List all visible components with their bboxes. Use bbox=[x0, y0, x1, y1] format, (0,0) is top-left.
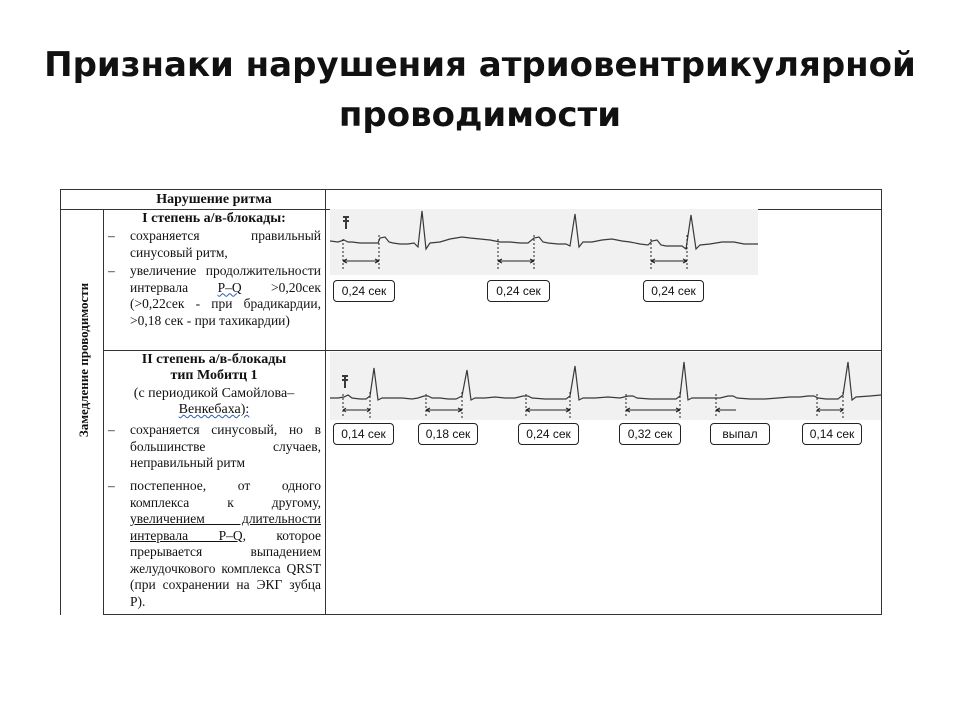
calibration-mark bbox=[343, 216, 349, 229]
section2-bullet2-part2: , которое прерывается выпадением желудоч… bbox=[130, 527, 321, 609]
table-right-border bbox=[881, 189, 882, 615]
ecg-strip-2 bbox=[330, 352, 881, 420]
table-col-divider-1 bbox=[103, 209, 104, 615]
table-left-border bbox=[60, 189, 61, 615]
section2-heading-line1: II степень а/в-блокады bbox=[141, 352, 287, 367]
table-row-divider bbox=[103, 350, 882, 351]
slide-title: Признаки нарушения атриовентрикулярной п… bbox=[0, 40, 960, 140]
slide-title-line1: Признаки нарушения атриовентрикулярной bbox=[44, 45, 916, 85]
table-col-divider-2 bbox=[325, 189, 326, 615]
section2-bullet2-underlined: увеличением длительности интервала P–Q bbox=[130, 511, 321, 543]
interval-label-1-1: 0,24 сек bbox=[333, 280, 395, 302]
section1-bullet2: – увеличение продолжительности интервала… bbox=[108, 263, 321, 329]
section2-bullet2-text: постепенное, от одного комплекса к друго… bbox=[130, 478, 321, 610]
section1-bullet2-part1: увеличение продолжительности интервала bbox=[130, 263, 321, 295]
ecg-trace-2 bbox=[330, 361, 881, 402]
section2-sub-name: Венкебаха): bbox=[178, 402, 250, 417]
table-top-border bbox=[60, 189, 882, 190]
section2-sub-line1: (с периодикой Самойлова– bbox=[133, 386, 295, 401]
section2-heading: II степень а/в-блокады тип Мобитц 1 bbox=[103, 352, 325, 384]
section2-sub-line2: Венкебаха): bbox=[103, 402, 325, 418]
ecg-trace-1 bbox=[330, 210, 758, 251]
section1-bullet1-text: сохраняется правильный синусовый ритм, bbox=[130, 228, 321, 260]
interval-label-2-6: 0,14 сек bbox=[802, 423, 862, 445]
interval-label-1-2: 0,24 сек bbox=[487, 280, 550, 302]
section1-bullet2-text: увеличение продолжительности интервала P… bbox=[130, 263, 321, 329]
section2-subheading: (с периодикой Самойлова– Венкебаха): bbox=[103, 386, 325, 418]
section1-bullet1: – сохраняется правильный синусовый ритм, bbox=[108, 228, 321, 261]
side-label: Замедление проводимости bbox=[76, 282, 91, 438]
interval-label-1-3: 0,24 сек bbox=[643, 280, 704, 302]
interval-label-2-4: 0,32 сек bbox=[619, 423, 681, 445]
interval-markers-2 bbox=[342, 392, 844, 418]
section2-bullet2: – постепенное, от одного комплекса к дру… bbox=[108, 478, 321, 610]
dash-icon: – bbox=[108, 263, 115, 278]
table-header: Нарушение ритма bbox=[156, 192, 272, 207]
calibration-mark-2 bbox=[342, 375, 348, 388]
section2-bullet1: – сохраняется синусовый, но в большинств… bbox=[108, 422, 321, 472]
dash-icon: – bbox=[108, 478, 115, 493]
ecg-strip-1 bbox=[330, 209, 758, 275]
section1-heading: I степень а/в-блокады: bbox=[142, 211, 286, 226]
interval-label-2-3: 0,24 сек bbox=[518, 423, 579, 445]
section1-bullet2-part2: >0,20сек (>0,22сек - при брадикардии, >0… bbox=[130, 279, 321, 328]
interval-label-2-2: 0,18 сек bbox=[418, 423, 478, 445]
table-bottom-border bbox=[103, 614, 882, 615]
slide-title-line2: проводимости bbox=[338, 95, 622, 135]
section1-pq-term: P–Q bbox=[217, 279, 242, 295]
interval-label-2-5: выпал bbox=[710, 423, 770, 445]
dash-icon: – bbox=[108, 422, 115, 437]
section2-bullet1-text: сохраняется синусовый, но в большинстве … bbox=[130, 422, 321, 470]
section2-bullet2-part1: постепенное, от одного комплекса к друго… bbox=[130, 478, 321, 510]
interval-label-2-1: 0,14 сек bbox=[333, 423, 394, 445]
dash-icon: – bbox=[108, 228, 115, 243]
section2-heading-line2: тип Мобитц 1 bbox=[170, 368, 258, 383]
interval-markers-1 bbox=[342, 235, 688, 271]
